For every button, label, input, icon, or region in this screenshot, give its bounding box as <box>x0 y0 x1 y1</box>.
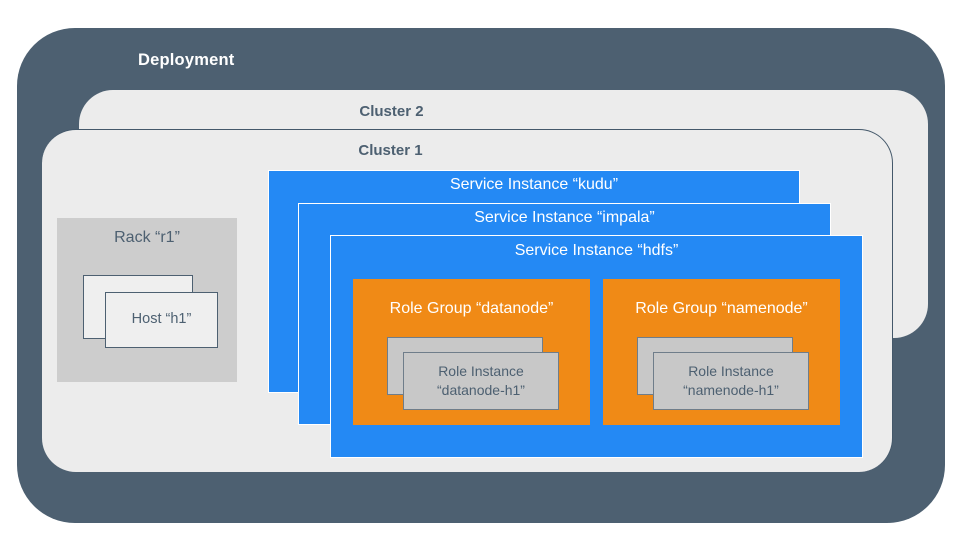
rack-label: Rack “r1” <box>114 229 180 246</box>
role-instance-datanode-label-line1: Role Instance <box>438 363 524 379</box>
service-instance-kudu-label: Service Instance “kudu” <box>449 176 619 193</box>
cluster-2-label: Cluster 2 <box>359 103 424 120</box>
service-instance-impala-label: Service Instance “impala” <box>474 209 655 226</box>
deployment-label: Deployment <box>138 51 235 69</box>
cluster-1-label: Cluster 1 <box>358 142 423 159</box>
role-instance-namenode-card-front <box>653 352 809 410</box>
host-card-front <box>105 292 218 348</box>
host-label: Host “h1” <box>131 311 192 327</box>
role-instance-datanode-card-front <box>403 352 559 410</box>
service-instance-hdfs-label: Service Instance “hdfs” <box>514 242 679 259</box>
role-instance-namenode-label-line2: “namenode-h1” <box>683 381 779 398</box>
role-instance-namenode-label: Role Instance “namenode-h1” <box>653 362 809 400</box>
role-instance-datanode-label-line2: “datanode-h1” <box>437 381 525 398</box>
role-group-datanode-label: Role Group “datanode” <box>389 300 554 317</box>
role-instance-datanode-label: Role Instance “datanode-h1” <box>403 362 559 400</box>
role-group-namenode-label: Role Group “namenode” <box>635 300 808 317</box>
role-instance-namenode-label-line1: Role Instance <box>688 363 774 379</box>
